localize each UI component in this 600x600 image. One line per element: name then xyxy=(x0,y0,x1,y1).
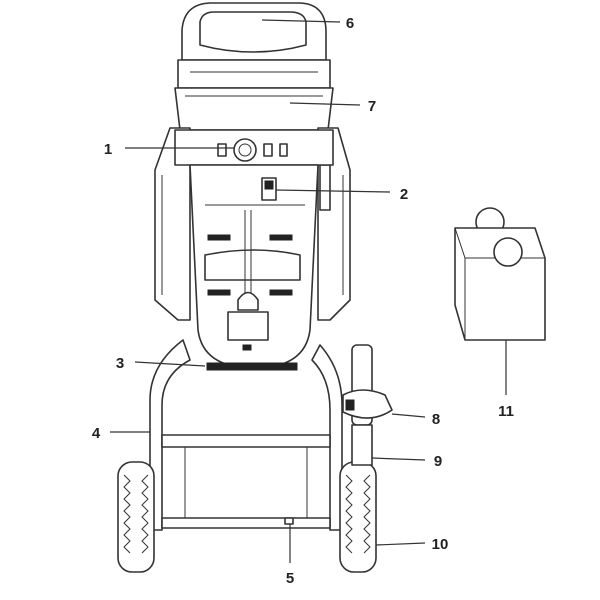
callout-11: 11 xyxy=(498,403,514,420)
leader-lines xyxy=(110,19,507,563)
collection-bag xyxy=(454,207,546,341)
callout-6: 6 xyxy=(346,15,354,32)
wheel-left xyxy=(117,461,155,573)
callout-7: 7 xyxy=(368,98,376,115)
callout-2: 2 xyxy=(400,186,408,203)
callout-5: 5 xyxy=(286,570,294,587)
frame xyxy=(149,339,343,531)
callout-3: 3 xyxy=(116,355,124,372)
feed-hopper xyxy=(177,2,331,89)
wheel-right xyxy=(339,461,377,573)
callout-9: 9 xyxy=(434,453,442,470)
callout-8: 8 xyxy=(432,411,440,428)
callout-4: 4 xyxy=(92,425,101,442)
callout-1: 1 xyxy=(104,141,112,158)
main-body xyxy=(189,164,319,371)
pusher-tool xyxy=(342,344,393,466)
control-panel xyxy=(174,129,334,166)
upper-housing xyxy=(174,87,334,131)
callout-10: 10 xyxy=(432,536,449,553)
side-panels xyxy=(154,127,351,321)
